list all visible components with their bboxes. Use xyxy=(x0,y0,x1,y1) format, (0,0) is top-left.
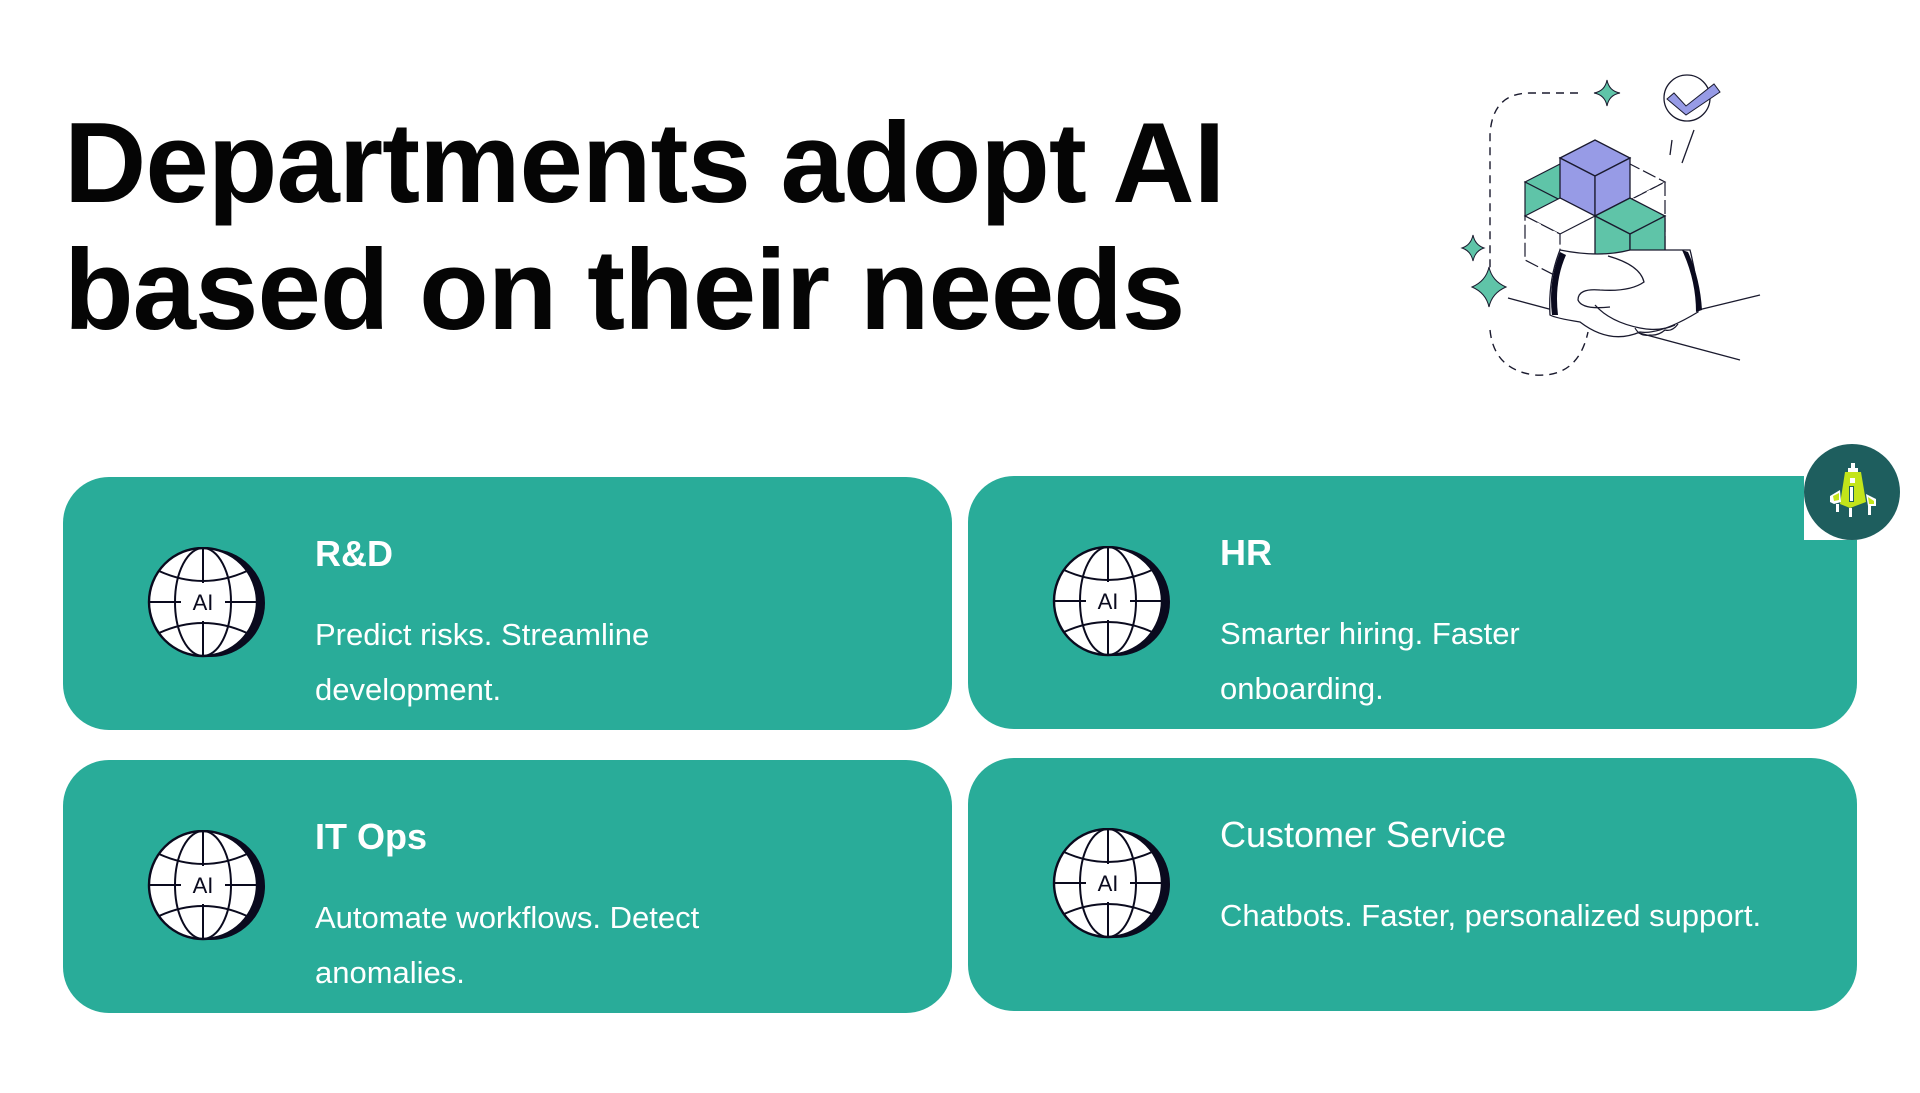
card-description: Automate workflows. Detect anomalies. xyxy=(315,900,700,990)
card-description: Smarter hiring. Faster onboarding. xyxy=(1220,616,1520,706)
svg-text:AI: AI xyxy=(193,590,214,615)
card-heading: Customer Service xyxy=(1220,814,1507,855)
ai-globe-icon: AI xyxy=(147,830,265,941)
svg-text:AI: AI xyxy=(1098,589,1119,614)
card-rnd: AI R&D Predict risks. Streamline develop… xyxy=(63,477,952,730)
title-line-2: based on their needs xyxy=(64,227,1185,354)
ai-globe-icon: AI xyxy=(1052,828,1170,939)
ai-globe-icon: AI xyxy=(147,547,265,658)
title-line-1: Departments adopt AI xyxy=(64,100,1225,227)
dashed-path-icon xyxy=(1489,92,1578,300)
svg-text:AI: AI xyxy=(1098,871,1119,896)
rocket-icon xyxy=(1830,463,1876,517)
card-customer-service: AI Customer Service Chatbots. Faster, pe… xyxy=(968,758,1857,1011)
sparkle-icon xyxy=(1593,79,1621,107)
card-heading: IT Ops xyxy=(315,816,428,857)
card-description: Predict risks. Streamline development. xyxy=(315,617,650,707)
card-description: Chatbots. Faster, personalized support. xyxy=(1220,898,1762,933)
card-hr: AI HR Smarter hiring. Faster onboarding. xyxy=(968,476,1857,729)
card-it-ops: AI IT Ops Automate workflows. Detect ano… xyxy=(63,760,952,1013)
floating-rocket-button[interactable] xyxy=(1804,444,1900,540)
sparkle-icon xyxy=(1460,234,1486,262)
card-heading: HR xyxy=(1220,532,1272,573)
page-title: Departments adopt AI based on their need… xyxy=(64,100,1225,354)
handshake-blocks-illustration xyxy=(1460,74,1761,376)
sparkle-icon xyxy=(1470,266,1508,308)
svg-text:AI: AI xyxy=(193,873,214,898)
ai-globe-icon: AI xyxy=(1052,546,1170,657)
card-heading: R&D xyxy=(315,533,393,574)
